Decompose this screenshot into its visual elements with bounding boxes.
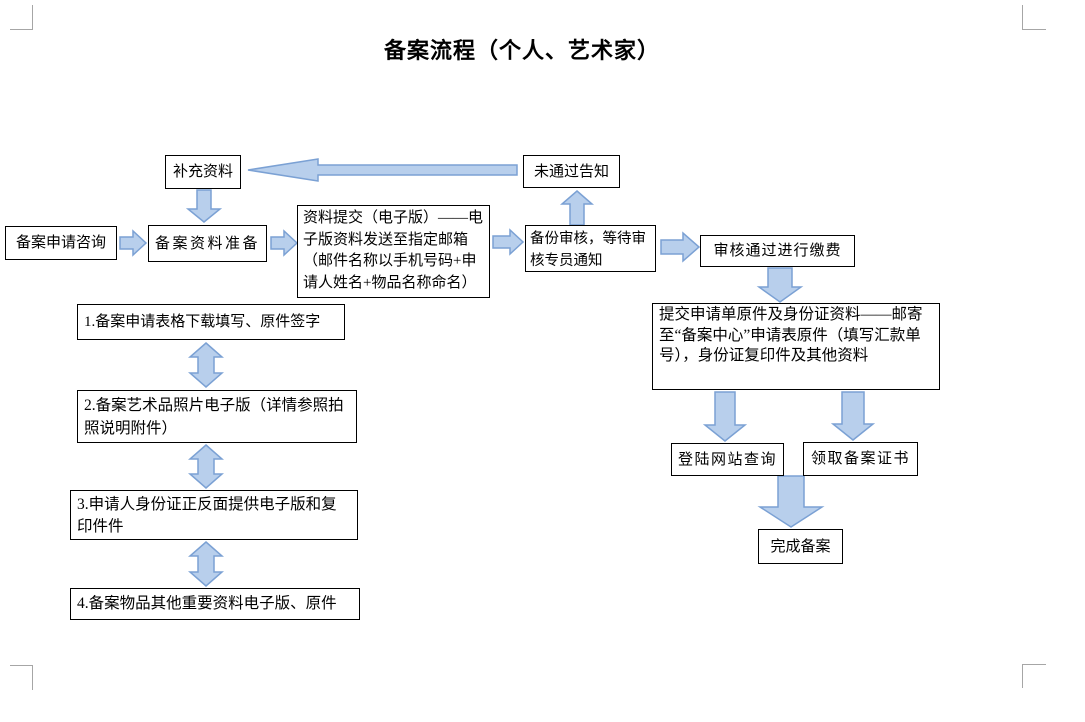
node-complete: 完成备案 <box>758 529 843 564</box>
arrow-mail-to-certificate <box>830 391 876 441</box>
arrow-fail-to-supplement <box>247 158 518 182</box>
arrow-review-to-fail <box>559 190 595 226</box>
arrow-review-to-payment <box>660 231 701 263</box>
arrow-mail-to-website <box>702 391 748 442</box>
node-website: 登陆网站查询 <box>671 443 784 476</box>
double-arrow-step1-step2 <box>188 342 224 388</box>
double-arrow-step3-step4 <box>188 541 224 587</box>
node-supplement: 补充资料 <box>165 155 241 189</box>
node-step4: 4.备案物品其他重要资料电子版、原件 <box>70 588 360 620</box>
node-certificate: 领取备案证书 <box>803 442 918 476</box>
crop-mark-top-left <box>10 5 33 30</box>
node-step1: 1.备案申请表格下载填写、原件签字 <box>77 304 345 340</box>
crop-mark-bottom-right <box>1022 664 1046 688</box>
node-submit-email: 资料提交（电子版）——电子版资料发送至指定邮箱（邮件名称以手机号码+申请人姓名+… <box>297 205 490 298</box>
node-step2: 2.备案艺术品照片电子版（详情参照拍照说明附件） <box>77 390 357 443</box>
node-step3: 3.申请人身份证正反面提供电子版和复印件件 <box>70 490 358 540</box>
arrow-consult-to-prepare <box>119 229 148 257</box>
page-title: 备案流程（个人、艺术家） <box>383 39 660 64</box>
node-payment: 审核通过进行缴费 <box>700 235 855 267</box>
arrow-submit-to-review <box>492 228 525 256</box>
arrow-to-complete <box>757 475 825 528</box>
node-review: 备份审核，等待审核专员通知 <box>525 225 656 272</box>
crop-mark-bottom-left <box>10 665 33 690</box>
node-notify-fail: 未通过告知 <box>523 155 620 188</box>
arrow-prepare-to-submit <box>270 229 299 257</box>
double-arrow-step2-step3 <box>188 444 224 489</box>
arrow-supplement-to-prepare <box>185 189 223 223</box>
crop-mark-top-right <box>1022 5 1046 30</box>
node-prepare: 备案资料准备 <box>148 225 267 262</box>
arrow-payment-to-mail <box>756 267 804 303</box>
node-mail-docs: 提交申请单原件及身份证资料——邮寄至“备案中心”申请表原件（填写汇款单号），身份… <box>652 303 940 390</box>
node-consult: 备案申请咨询 <box>5 226 117 260</box>
